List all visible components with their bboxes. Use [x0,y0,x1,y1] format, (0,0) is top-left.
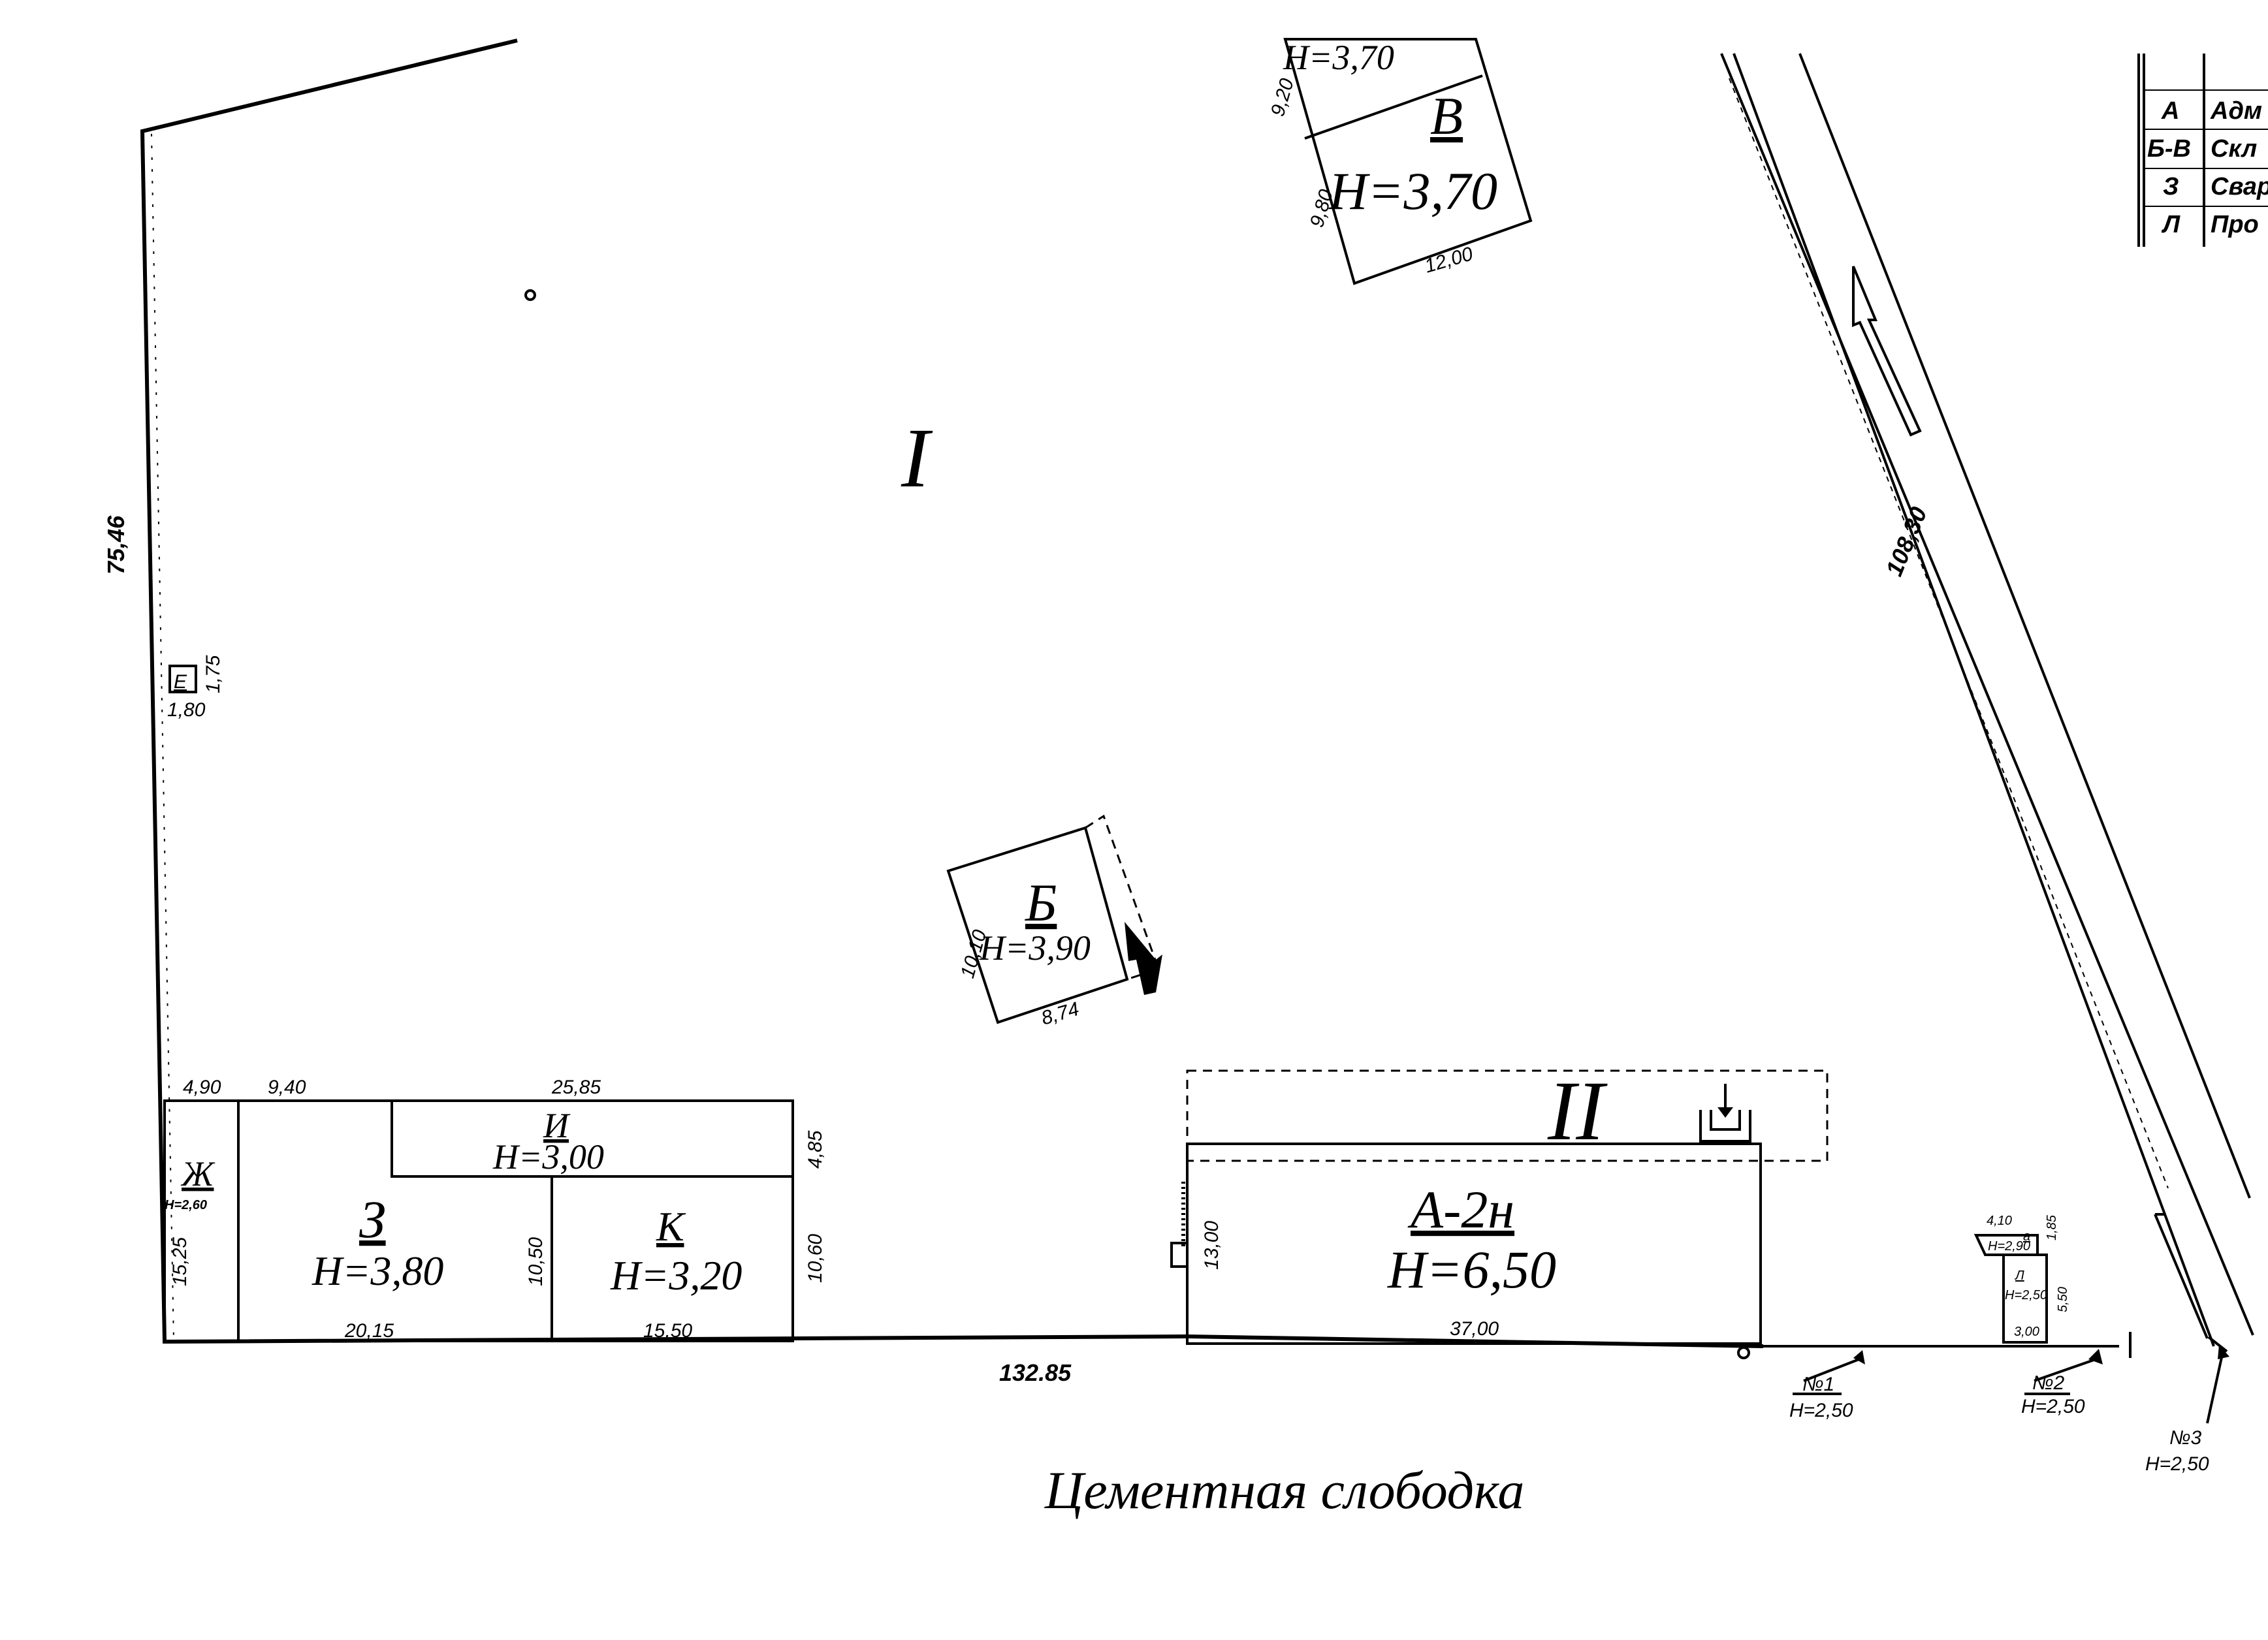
building-zh-depth: 15,25 [169,1237,191,1286]
gate-2-height: Н=2,50 [2021,1396,2085,1417]
building-b-name: Б [1025,873,1057,932]
building-b-height: Н=3,90 [979,928,1091,968]
legend-desc-1: Адм [2210,97,2262,125]
building-z-height: Н=3,80 [311,1248,443,1294]
legend-desc-4: Про [2211,211,2259,238]
building-small: Н=2,90 а 4,10 1,85 [1973,1214,2059,1256]
building-e-depth: 1,75 [202,655,224,693]
building-i-width: 25,85 [551,1077,601,1098]
building-v-width: 12,00 [1422,243,1476,277]
building-v-height: Н=3,70 [1328,161,1497,221]
building-z-name: З [359,1190,386,1249]
building-e: Е 1,80 1,75 [167,655,224,721]
gate-1: №1 Н=2,50 [1789,1350,1865,1421]
building-i-name: И [543,1106,571,1145]
north-arrow-icon [1125,922,1162,995]
building-a-height: Н=6,50 [1387,1240,1556,1299]
building-k-height: Н=3,20 [610,1252,742,1299]
building-a-name: А-2н [1407,1180,1514,1239]
legend-code-3: З [2163,173,2179,200]
gate-3-height: Н=2,50 [2145,1453,2209,1475]
gate-3: №3 Н=2,50 [2129,1332,2229,1475]
entrance-icon [1699,1084,1751,1143]
building-v-height-top: Н=3,70 [1283,38,1394,77]
building-l-name: Л [2014,1269,2024,1283]
south-boundary-length: 132.85 [999,1359,1072,1386]
building-l-height: Н=2,50 [2005,1288,2047,1302]
scan-speck [1737,1346,1750,1359]
building-i-height: Н=3,00 [492,1137,604,1176]
road-direction-arrow-icon [1852,266,1922,437]
building-v-depth-2: 9,80 [1306,187,1337,230]
building-b: Б Н=3,90 10,10 8,74 [946,814,1162,1030]
building-b-width: 8,74 [1039,998,1081,1030]
gate-2: №2 Н=2,50 [2021,1349,2103,1417]
gate-1-height: Н=2,50 [1789,1400,1853,1421]
site-boundary [140,39,2119,1348]
building-k-width: 15,50 [643,1320,692,1342]
building-a: А-2н Н=6,50 37,00 13,00 [1170,1069,1829,1345]
plot-label-1: I [901,411,933,505]
gate-3-number: №3 [2169,1427,2201,1449]
building-small-name: а [2023,1229,2030,1244]
building-l: Л Н=2,50 3,00 5,50 [2002,1254,2070,1344]
building-v-name: В [1430,86,1463,146]
legend-desc-2: Скл [2211,135,2257,163]
west-boundary-length: 75,46 [103,515,129,575]
building-z-top-dim: 9,40 [268,1077,306,1098]
building-a-depth: 13,00 [1201,1221,1222,1270]
building-v-depth-1: 9,20 [1267,76,1298,119]
building-small-height: Н=2,90 [1988,1239,2030,1254]
building-e-width: 1,80 [167,699,206,721]
building-l-width: 3,00 [2014,1325,2039,1339]
building-k-depth: 10,60 [805,1234,826,1283]
legend-code-2: Б-В [2147,135,2191,163]
building-k-name: К [656,1203,686,1250]
road [1720,53,2254,1353]
legend-table: А Адм Б-В Скл З Свар Л Про [2137,54,2268,247]
building-i-depth: 4,85 [805,1130,826,1169]
legend-code-1: А [2161,97,2179,125]
building-l-depth: 5,50 [2056,1287,2070,1312]
scan-speck [524,289,536,301]
building-zh-height: Н=2,60 [165,1198,207,1212]
building-z-width: 20,15 [344,1320,394,1342]
building-v: Н=3,70 В Н=3,70 9,20 9,80 12,00 [1267,38,1533,285]
legend-code-4: Л [2161,211,2180,238]
building-z-depth: 10,50 [525,1237,547,1286]
gate-1-number: №1 [1802,1374,1834,1395]
legend-desc-3: Свар [2211,173,2268,200]
gate-2-number: №2 [2032,1372,2064,1394]
building-a-width: 37,00 [1450,1318,1499,1340]
building-zh-name: Ж [180,1154,216,1193]
building-e-name: Е [174,671,187,693]
building-block-west [163,1099,794,1342]
street-name: Цементная слободка [1044,1460,1524,1520]
building-zh-width: 4,90 [183,1077,221,1098]
building-small-depth: 1,85 [2045,1214,2059,1240]
building-small-width: 4,10 [1987,1214,2012,1228]
